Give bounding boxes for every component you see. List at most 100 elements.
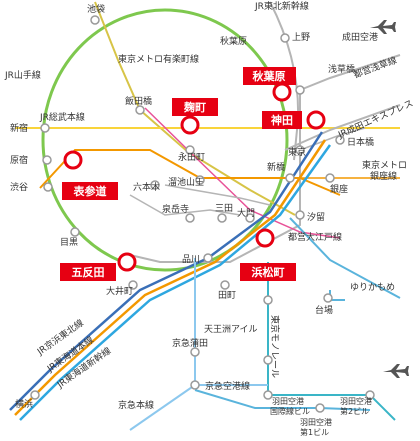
station-dot-keikyu-kamata — [190, 347, 200, 357]
station-dot-harajuku — [42, 155, 52, 165]
station-dot-ikebukuro — [90, 15, 100, 25]
haneda-t2-line1: 羽田空港 — [340, 396, 372, 406]
station-label-shinbashi: 新橋 — [267, 161, 285, 173]
station-label-haneda-intl: 羽田空港 国際線ビル — [270, 396, 310, 416]
station-dot-ginza — [325, 173, 335, 183]
line-label-oedo: 都営大江戸線 — [288, 231, 342, 243]
station-label-nagatacho: 永田町 — [178, 151, 205, 163]
station-label-tennozu: 天王洲アイル — [204, 324, 258, 335]
station-label-haneda-t2: 羽田空港 第2ビル — [340, 396, 375, 416]
station-dot-daiba — [323, 293, 333, 303]
station-dot-haneda-t1 — [315, 403, 325, 413]
station-dot-shinjuku — [40, 123, 50, 133]
station-label-ginza: 銀座 — [330, 183, 348, 195]
hl-label-hamamatsucho: 浜松町 — [240, 263, 296, 281]
station-dot-tameikesanno — [195, 175, 205, 185]
line-label-narita-express: JR成田エキスプレス — [335, 97, 414, 141]
svg-text:浜松町: 浜松町 — [252, 265, 285, 279]
hl-label-gotanda: 五反田 — [60, 263, 116, 281]
line-label-sobu: JR総武本線 — [39, 111, 85, 123]
asakusa-line-south — [129, 90, 301, 263]
metro-ginza-line2: 銀座線 — [370, 170, 397, 182]
hl-circle-hamamatsucho — [255, 228, 275, 248]
station-dot-tokyo — [295, 145, 305, 155]
station-dot-shinagawa — [203, 253, 213, 263]
station-label-meguro: 目黒 — [60, 237, 78, 248]
svg-text:麹町: 麹町 — [183, 100, 206, 114]
svg-text:表参道: 表参道 — [73, 184, 107, 198]
nanboku-line — [129, 194, 241, 216]
station-dot-shiodome — [295, 210, 305, 220]
station-label-shibuya: 渋谷 — [10, 181, 28, 193]
keikyu-line — [194, 258, 268, 386]
oedo-line — [144, 107, 341, 239]
station-dot-mita — [217, 213, 227, 223]
station-label-keikyu-airport-line: 京急空港線 — [205, 380, 250, 392]
station-label-mita: 三田 — [215, 203, 233, 214]
station-dot-nagatacho — [185, 145, 195, 155]
hl-circle-kanda — [306, 110, 326, 130]
keikyu-main-line — [129, 384, 196, 431]
station-label-harajuku: 原宿 — [10, 154, 28, 166]
station-dot-monorail-mid — [263, 355, 273, 365]
station-dot-oimachi — [128, 280, 138, 290]
station-label-oimachi: 大井町 — [106, 285, 133, 297]
station-label-sengakuji: 泉岳寺 — [162, 203, 189, 215]
station-dot-nihonbashi — [335, 135, 345, 145]
line-label-metro-ginza: 東京メトロ 銀座線 — [362, 159, 410, 182]
station-label-ueno: 上野 — [292, 32, 310, 43]
station-dot-meguro — [70, 227, 80, 237]
station-dot-haneda-t2 — [365, 390, 375, 400]
hl-circle-omotesando — [63, 150, 83, 170]
station-dot-tennozu — [263, 295, 273, 305]
narita-express-line — [284, 104, 401, 151]
yurikamome-line — [289, 217, 401, 299]
airplane-icon — [370, 20, 396, 34]
haneda-t2-line2: 第2ビル — [340, 406, 369, 416]
line-label-monorail: 東京モノレール — [269, 315, 281, 378]
station-dot-sengakuji — [185, 213, 195, 223]
station-dot-shinbashi — [285, 173, 295, 183]
station-label-ikebukuro: 池袋 — [87, 3, 105, 15]
hl-label-kojimachi: 麹町 — [172, 98, 218, 116]
line-label-yurikamome: ゆりかもめ — [350, 282, 395, 293]
station-label-narita: 成田空港 — [342, 31, 378, 43]
station-label-tamachi: 田町 — [218, 290, 236, 301]
keikyu-airport-line — [194, 389, 371, 411]
station-label-haneda-t1: 羽田空港 第1ビル — [300, 417, 335, 437]
station-label-yokohama: 横浜 — [15, 398, 33, 410]
asakusa-line — [299, 54, 401, 91]
station-label-tokyo: 東京 — [288, 146, 306, 158]
metro-ginza-line1: 東京メトロ — [362, 159, 407, 171]
line-label-keikyu-main: 京急本線 — [118, 399, 154, 411]
airplane-icon — [383, 364, 409, 378]
station-label-asakusabashi: 浅草橋 — [328, 63, 355, 75]
hibiya-line — [164, 184, 271, 206]
station-label-tameikesanno: 溜池山王 — [168, 176, 204, 188]
tokaido-shinkansen-line — [9, 131, 324, 411]
station-label-roppongi: 六本木 — [133, 181, 160, 193]
station-label-nihonbashi: 日本橋 — [347, 136, 374, 148]
haneda-intl-line2: 国際線ビル — [270, 406, 310, 416]
hl-label-akihabara: 秋葉原 — [243, 67, 296, 85]
haneda-t1-line2: 第1ビル — [300, 427, 329, 437]
station-dot-asakusabashi — [295, 85, 305, 95]
hl-circle-akihabara — [272, 82, 292, 102]
line-label-yurakucho: 東京メトロ有楽町線 — [118, 53, 199, 65]
station-label-iidabashi: 飯田橋 — [125, 95, 152, 107]
svg-text:五反田: 五反田 — [72, 265, 105, 279]
station-label-shiodome: 汐留 — [307, 211, 325, 223]
station-dot-daimon — [245, 213, 255, 223]
haneda-intl-line1: 羽田空港 — [272, 396, 304, 406]
hl-label-kanda: 神田 — [262, 111, 302, 129]
hl-circle-kojimachi — [180, 115, 200, 135]
svg-text:秋葉原: 秋葉原 — [253, 69, 286, 83]
svg-text:神田: 神田 — [271, 113, 293, 127]
station-dot-keikyu-airport — [190, 380, 200, 390]
station-dot-ueno — [280, 33, 290, 43]
yamanote-line — [41, 8, 289, 272]
station-dot-iidabashi — [135, 105, 145, 115]
hl-label-omotesando: 表参道 — [62, 182, 118, 200]
